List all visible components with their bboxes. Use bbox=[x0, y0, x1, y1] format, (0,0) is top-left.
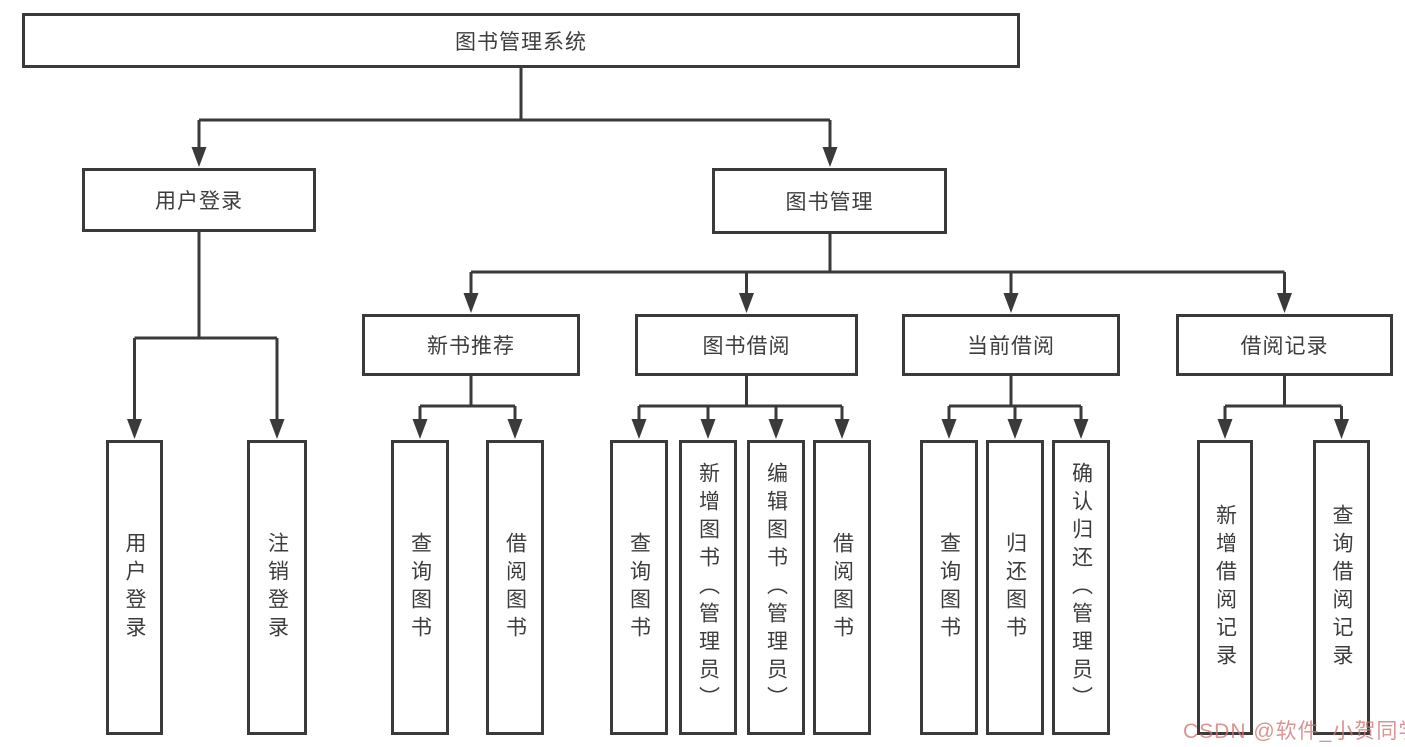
node-label: 查询图书 bbox=[937, 531, 961, 644]
leaf-logout: 注销登录 bbox=[247, 440, 307, 735]
node-label: 查询图书 bbox=[627, 531, 651, 644]
node-label: 借阅图书 bbox=[830, 531, 854, 644]
leaf-add-borrow-record: 新增借阅记录 bbox=[1197, 440, 1253, 735]
leaf-user-login: 用户登录 bbox=[106, 440, 163, 735]
node-user-login: 用户登录 bbox=[82, 168, 316, 232]
node-label: 查询图书 bbox=[408, 531, 432, 644]
node-label: 借阅图书 bbox=[503, 531, 527, 644]
node-label: 归还图书 bbox=[1003, 531, 1027, 644]
node-new-book-recommend: 新书推荐 bbox=[362, 314, 580, 376]
node-label: 注销登录 bbox=[265, 531, 289, 644]
leaf-query-books-recommend: 查询图书 bbox=[391, 440, 449, 735]
node-library-system-root: 图书管理系统 bbox=[22, 13, 1020, 68]
leaf-borrow-books-borrowing: 借阅图书 bbox=[813, 440, 871, 735]
leaf-query-borrow-record: 查询借阅记录 bbox=[1313, 440, 1370, 735]
node-label: 新增借阅记录 bbox=[1213, 503, 1237, 672]
node-label: 新增图书（管理员） bbox=[696, 461, 720, 714]
node-label: 查询借阅记录 bbox=[1330, 503, 1353, 672]
leaf-confirm-return-admin: 确认归还（管理员） bbox=[1052, 440, 1110, 735]
node-label: 新书推荐 bbox=[427, 335, 515, 358]
node-current-borrowing: 当前借阅 bbox=[902, 314, 1120, 376]
watermark-text: CSDN @软件_小贺同学 bbox=[1183, 720, 1405, 743]
node-label: 图书管理 bbox=[785, 191, 874, 214]
node-book-borrowing: 图书借阅 bbox=[635, 314, 858, 376]
node-label: 确认归还（管理员） bbox=[1069, 461, 1093, 714]
leaf-return-books: 归还图书 bbox=[986, 440, 1044, 735]
node-label: 借阅记录 bbox=[1240, 335, 1329, 358]
node-label: 用户登录 bbox=[123, 531, 146, 644]
node-book-management: 图书管理 bbox=[712, 168, 947, 234]
node-label: 编辑图书（管理员） bbox=[764, 461, 788, 714]
leaf-borrow-books-recommend: 借阅图书 bbox=[486, 440, 544, 735]
leaf-query-books-borrowing: 查询图书 bbox=[610, 440, 668, 735]
leaf-edit-book-admin: 编辑图书（管理员） bbox=[747, 440, 805, 735]
leaf-add-book-admin: 新增图书（管理员） bbox=[679, 440, 737, 735]
node-borrow-records: 借阅记录 bbox=[1176, 314, 1393, 376]
node-label: 图书借阅 bbox=[702, 335, 791, 358]
leaf-query-books-current: 查询图书 bbox=[920, 440, 978, 735]
node-label: 用户登录 bbox=[155, 190, 243, 213]
node-label: 当前借阅 bbox=[967, 335, 1055, 358]
node-label: 图书管理系统 bbox=[455, 30, 587, 54]
